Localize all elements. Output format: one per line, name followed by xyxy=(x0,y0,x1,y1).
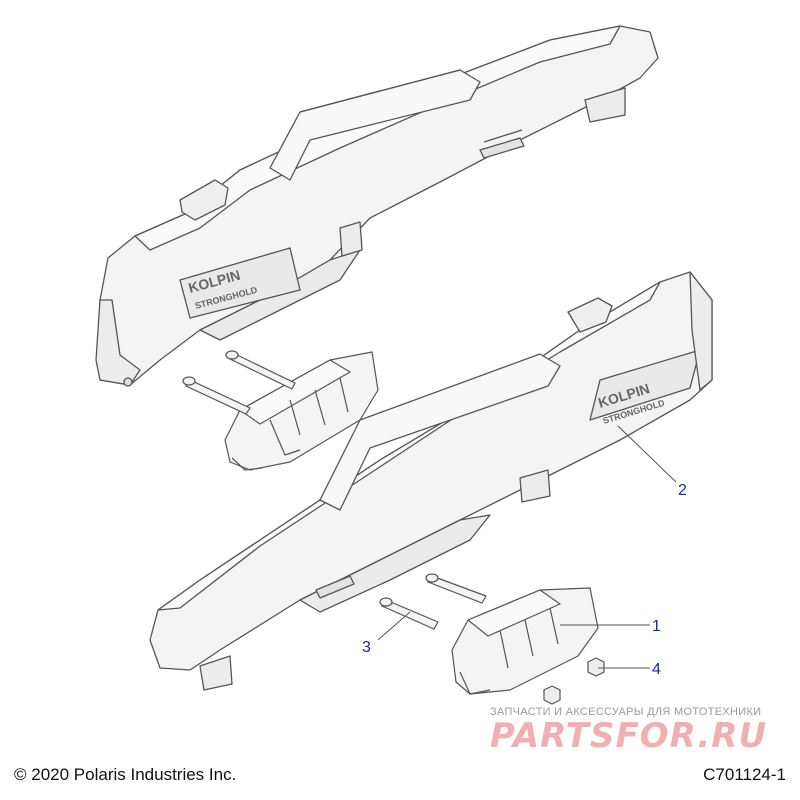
copyright-text: © 2020 Polaris Industries Inc. xyxy=(14,765,237,784)
watermark-brand: PARTSFOR.RU xyxy=(490,716,768,756)
bolt-upper-b xyxy=(182,376,251,415)
watermark-tagline: ЗАПЧАСТИ И АКСЕССУАРЫ ДЛЯ МОТОТЕХНИКИ xyxy=(490,706,762,718)
bolt-lower-b xyxy=(425,573,487,604)
gun-case-lower xyxy=(149,271,713,691)
nut-b xyxy=(543,685,561,705)
bolt-lower-a xyxy=(379,597,439,630)
nut-a xyxy=(587,657,605,677)
gun-case-upper xyxy=(95,25,659,387)
mount-bracket-upper xyxy=(224,351,379,471)
callout-3: 3 xyxy=(362,639,371,656)
diagram-id: C701124-1 xyxy=(703,765,786,784)
leader-lines xyxy=(377,425,677,669)
callout-4: 4 xyxy=(652,661,661,678)
bolt-upper-a xyxy=(225,350,296,390)
callout-2: 2 xyxy=(678,482,687,499)
mount-bracket-lower xyxy=(451,587,599,695)
callout-1: 1 xyxy=(652,618,661,635)
